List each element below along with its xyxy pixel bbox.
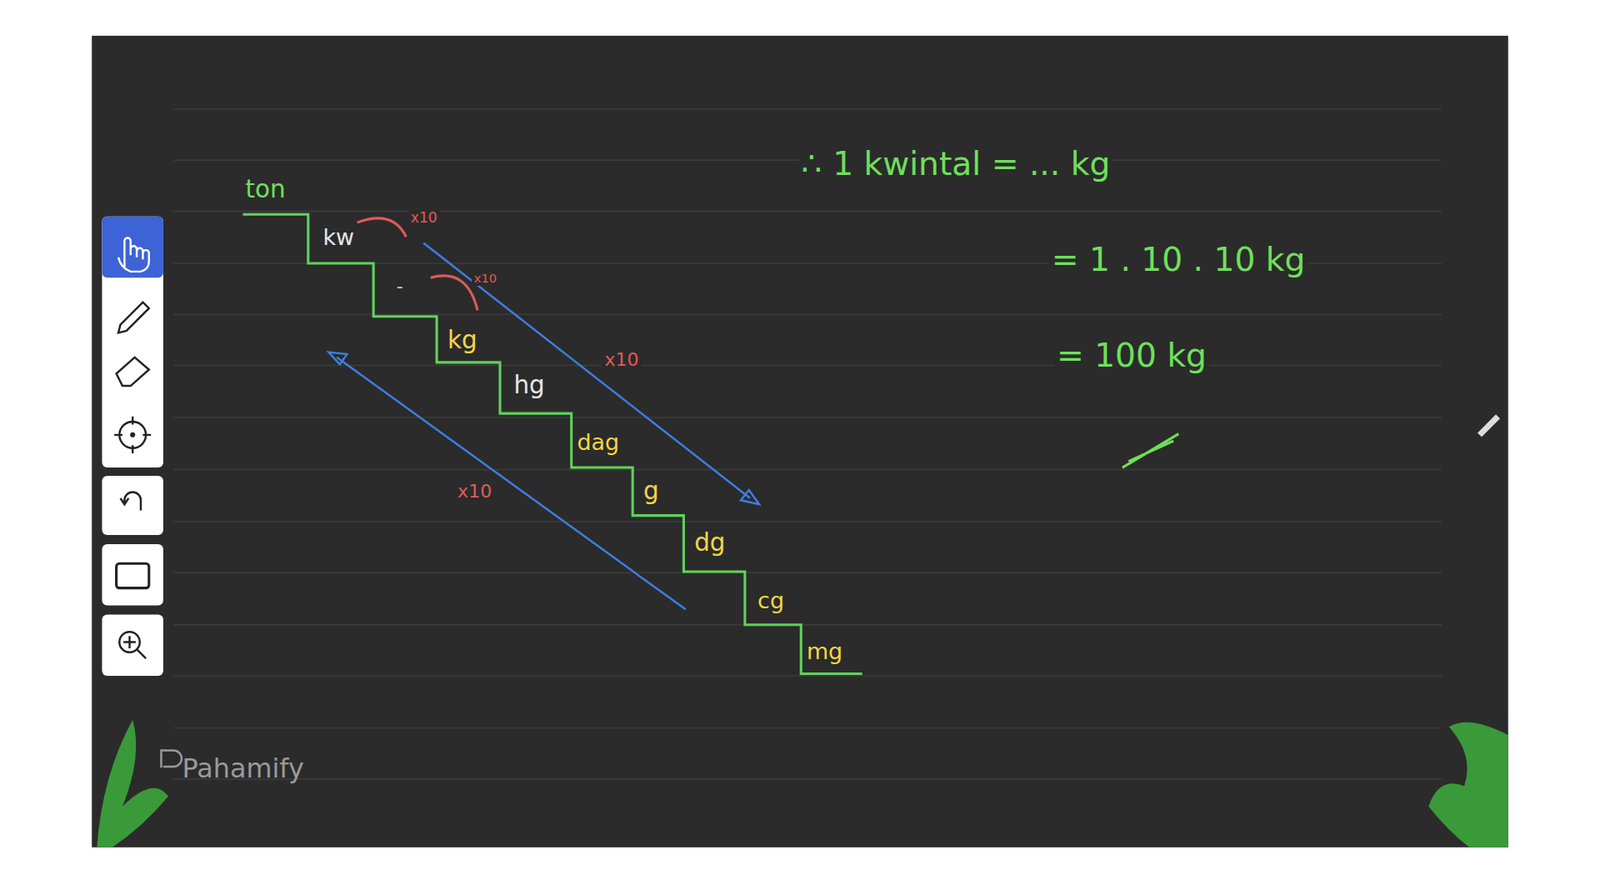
multiplier-label: x10: [471, 271, 500, 286]
arrow-head: [740, 490, 760, 505]
ruling-lines: [173, 109, 1442, 780]
check-mark: [1122, 434, 1179, 468]
unit-label: g: [640, 477, 662, 506]
multiplier-label: x10: [601, 349, 641, 370]
equation-text: = 100 kg: [1054, 336, 1210, 375]
unit-label: cg: [755, 588, 787, 615]
unit-label: dag: [574, 430, 622, 456]
leaf-decoration: [1428, 722, 1509, 848]
unit-label: kg: [445, 326, 480, 355]
direction-arrow: [423, 243, 750, 499]
arrow-head: [328, 352, 347, 365]
unit-label: -: [394, 275, 406, 297]
equation-text: ∴ 1 kwintal = ... kg: [799, 145, 1114, 183]
toolbar: [101, 216, 163, 676]
direction-arrow: [336, 357, 686, 610]
logo-text: Pahamify: [180, 753, 307, 785]
unit-label: hg: [510, 371, 547, 400]
logo-mark: [160, 750, 181, 768]
multiplier-label: x10: [455, 480, 495, 502]
multiplier-arc: [357, 218, 407, 237]
board-panel: [91, 35, 1509, 848]
multiplier-label: x10: [408, 210, 440, 227]
unit-label: kw: [320, 225, 357, 251]
unit-label: dg: [691, 529, 728, 558]
unit-label: mg: [804, 639, 845, 665]
pen-cursor: [1477, 414, 1500, 437]
unit-staircase: [242, 214, 862, 674]
leaf-decoration: [96, 720, 169, 848]
equation-text: = 1 . 10 . 10 kg: [1049, 240, 1309, 279]
unit-label: ton: [242, 175, 288, 205]
